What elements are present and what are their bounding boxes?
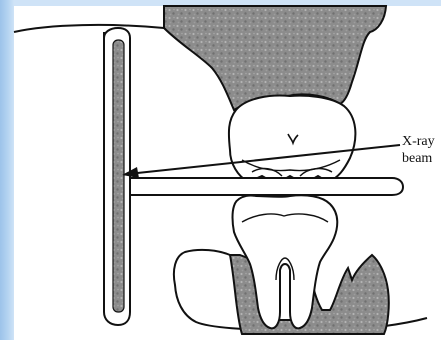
x-ray-beam-label: X-ray beam <box>402 133 441 173</box>
x-ray-film <box>113 40 124 312</box>
maxillary-bone <box>164 6 386 110</box>
soft-tissue-outline <box>14 25 164 32</box>
annotation-line-2: beam <box>402 150 441 167</box>
annotation-line-1: X-ray <box>402 133 441 150</box>
film-holder-bite-tab <box>122 178 403 195</box>
